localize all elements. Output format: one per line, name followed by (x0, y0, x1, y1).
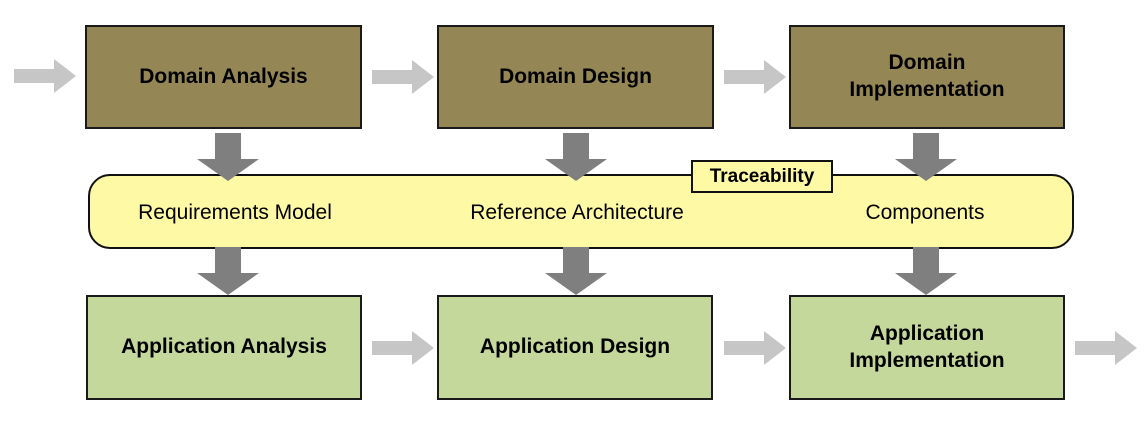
application-implementation-box[interactable]: Application Implementation (789, 295, 1065, 400)
flow-arrow-domain-design-to-domain-implementation-icon (724, 60, 786, 94)
flow-arrow-domain-analysis-to-domain-design-icon (372, 60, 434, 94)
derive-arrow-domain-implementation-to-components-icon (895, 133, 957, 181)
domain-analysis-label: Domain Analysis (139, 64, 308, 88)
domain-implementation-label: Domain Implementation (849, 51, 1005, 101)
flow-arrow-application-design-to-application-implementation-icon (724, 331, 786, 365)
traceability-label: Traceability (709, 165, 815, 187)
domain-design-box[interactable]: Domain Design (437, 25, 714, 129)
flow-arrow-out-of-application-implementation-icon (1075, 331, 1137, 365)
domain-design-label: Domain Design (499, 64, 652, 88)
derive-arrow-requirements-model-to-application-analysis-icon (197, 247, 259, 295)
reference-architecture-label: Reference Architecture (470, 201, 684, 224)
application-design-label: Application Design (479, 335, 671, 359)
flow-arrow-into-domain-analysis-icon (14, 59, 76, 93)
requirements-model-label: Requirements Model (138, 201, 332, 224)
traceability-callout[interactable]: Traceability (691, 160, 833, 193)
derive-arrow-components-to-application-implementation-icon (895, 247, 957, 295)
application-analysis-label: Application Analysis (121, 335, 327, 359)
flow-arrow-application-analysis-to-application-design-icon (372, 331, 434, 365)
derive-arrow-domain-analysis-to-requirements-model-icon (197, 133, 259, 181)
application-design-box[interactable]: Application Design (437, 295, 713, 400)
domain-implementation-box[interactable]: Domain Implementation (789, 25, 1065, 129)
derive-arrow-reference-architecture-to-application-design-icon (545, 247, 607, 295)
derive-arrow-domain-design-to-reference-architecture-icon (545, 133, 607, 181)
application-implementation-label: Application Implementation (849, 321, 1005, 372)
application-analysis-box[interactable]: Application Analysis (86, 295, 362, 400)
components-label: Components (865, 201, 985, 224)
domain-analysis-box[interactable]: Domain Analysis (85, 25, 362, 129)
